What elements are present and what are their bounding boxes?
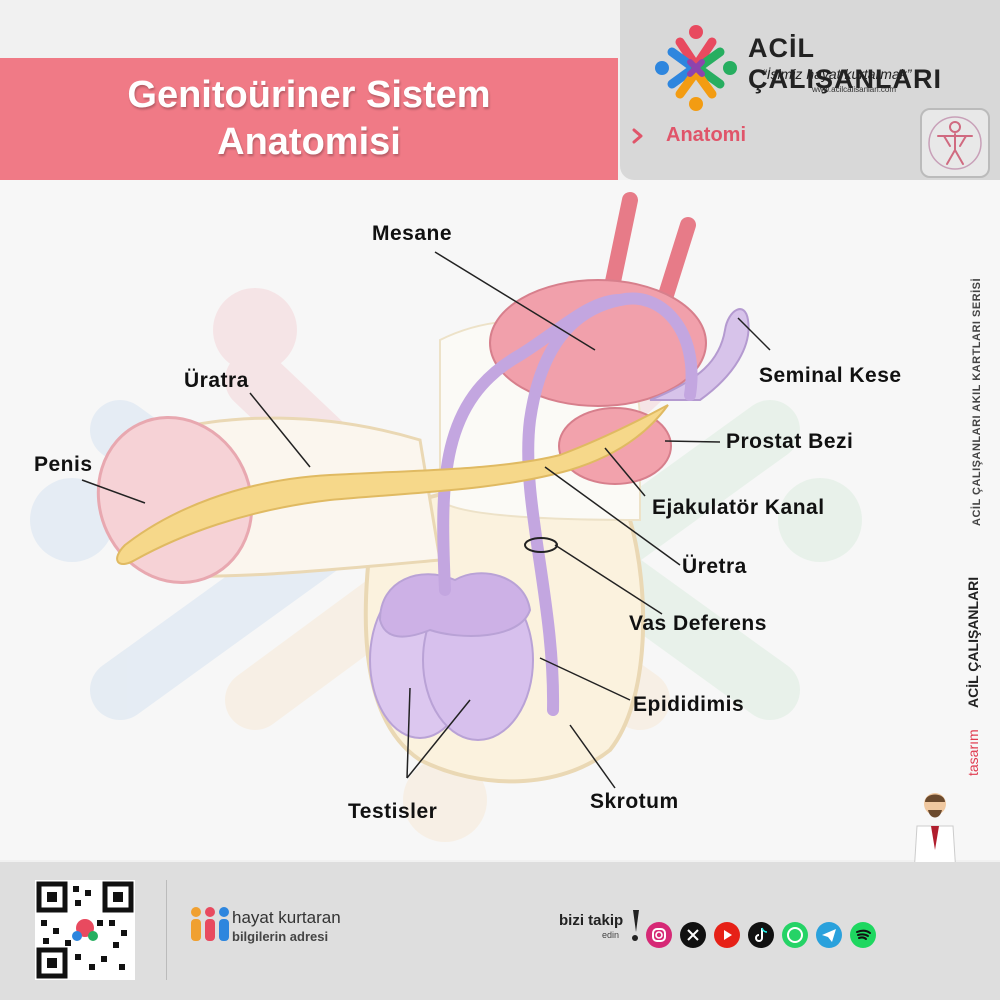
label-testisler: Testisler — [348, 800, 438, 823]
uretra-shape — [116, 404, 669, 565]
instagram-icon[interactable] — [646, 922, 672, 948]
footer-tagline-2: bilgilerin adresi — [232, 929, 329, 944]
label-ejakulator-kanal: Ejakulatör Kanal — [652, 496, 825, 519]
anatomy-diagram — [30, 192, 862, 842]
label-skrotum: Skrotum — [590, 790, 679, 813]
label-uratra: Üratra — [184, 369, 249, 392]
svg-text:tasarım: tasarım — [965, 729, 981, 776]
svg-text:ACİL ÇALIŞANLARI AKIL KARTLARI: ACİL ÇALIŞANLARI AKIL KARTLARI SERİSİ — [970, 278, 983, 526]
title-line-2: Anatomisi — [217, 121, 401, 163]
title-line-1: Genitoüriner Sistem — [127, 74, 491, 116]
section-label[interactable]: Anatomi — [666, 124, 746, 146]
series-vertical-text: ACİL ÇALIŞANLARI AKIL KARTLARI SERİSİ — [970, 278, 983, 526]
follow-label: bizi takip — [559, 912, 624, 929]
design-credit-vertical-text: tasarım ACİL ÇALIŞANLARI — [965, 577, 981, 776]
leader-lines — [81, 251, 771, 789]
footer-divider — [166, 880, 167, 980]
body-anatomy-icon — [920, 108, 990, 178]
label-mesane: Mesane — [372, 222, 453, 245]
label-epididimis: Epididimis — [633, 693, 745, 716]
tiktok-icon[interactable] — [748, 922, 774, 948]
label-penis: Penis — [34, 453, 93, 476]
exclamation-icon — [632, 910, 639, 941]
page-title: Genitoüriner Sistem Anatomisi — [0, 72, 618, 166]
label-uretra: Üretra — [682, 555, 747, 578]
qr-code-icon[interactable] — [35, 880, 135, 980]
footer-tagline-1: hayat kurtaran — [232, 908, 341, 927]
brand-slogan: “İşimiz hayat kurtarmak” — [762, 66, 912, 82]
label-vas-deferens: Vas Deferens — [629, 612, 767, 635]
epididimis-shape — [378, 572, 532, 638]
svg-text:ACİL ÇALIŞANLARI: ACİL ÇALIŞANLARI — [965, 577, 981, 708]
spotify-icon[interactable] — [850, 922, 876, 948]
label-seminal-kese: Seminal Kese — [759, 364, 902, 387]
title-band — [0, 58, 618, 180]
chevron-right-icon — [632, 128, 643, 144]
follow-sub-label: edin — [602, 930, 620, 940]
vas-right-shape — [522, 292, 698, 716]
telegram-icon[interactable] — [816, 922, 842, 948]
brand-url: www.acilcalisanlari.com — [812, 85, 897, 94]
whatsapp-icon[interactable] — [782, 922, 808, 948]
brand-logo-icon — [655, 25, 737, 111]
x-icon[interactable] — [680, 922, 706, 948]
brand-name: ACİL ÇALIŞANLARI — [748, 33, 942, 94]
people-icon — [191, 907, 229, 941]
youtube-icon[interactable] — [714, 922, 740, 948]
label-prostat-bezi: Prostat Bezi — [726, 430, 854, 453]
seminal-shape — [649, 308, 750, 401]
